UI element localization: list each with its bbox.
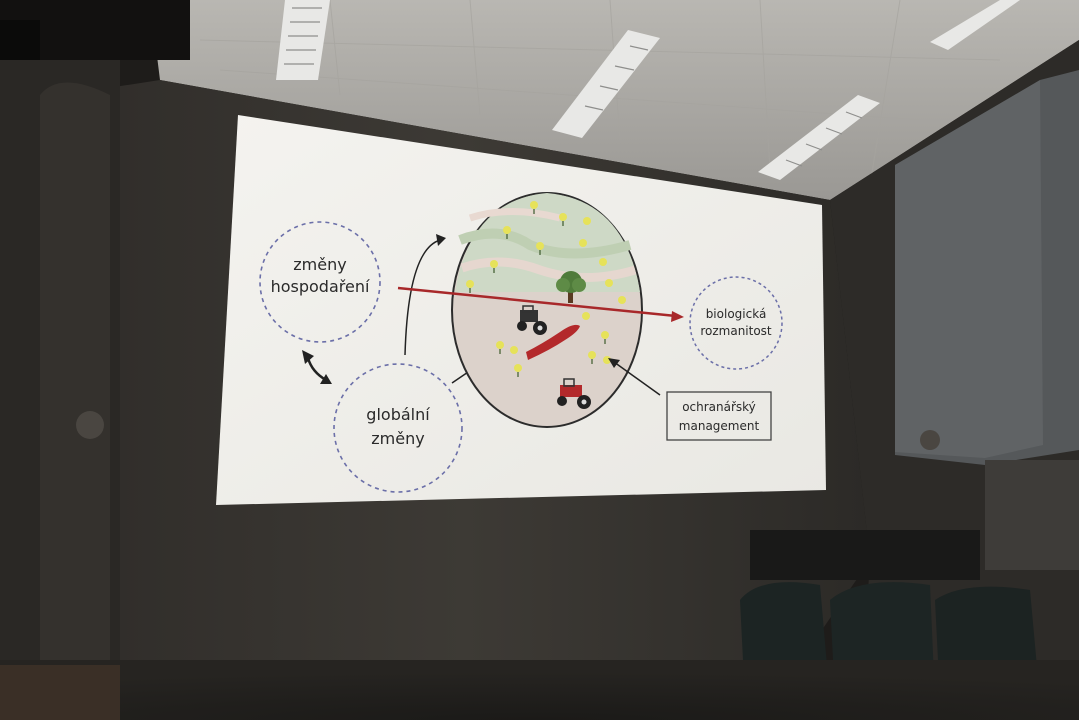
ceiling-light (758, 95, 880, 180)
flower-icon (466, 201, 626, 372)
ceiling-light (930, 0, 1020, 50)
double-arrow-icon (302, 350, 332, 384)
arrow-to-landscape (404, 234, 446, 356)
tree-icon (556, 271, 586, 303)
red-patch (526, 324, 580, 360)
label-hospodareni: hospodaření (271, 277, 370, 296)
circle-zmeny-hospodareni: změny hospodaření (259, 221, 381, 343)
label-zmeny: změny (293, 255, 346, 274)
tractor-icon (557, 378, 591, 409)
circle-globalni-zmeny: globální změny (333, 363, 463, 493)
tractor-icon (517, 305, 547, 335)
red-arrow (397, 286, 684, 322)
ceiling-light (552, 30, 660, 138)
floor (0, 660, 1079, 720)
label-ochranarsky: ochranářský (682, 400, 756, 414)
label-rozmanitost: rozmanitost (700, 324, 772, 338)
label-globalni: globální (366, 405, 430, 424)
callout-box: ochranářský management (666, 391, 772, 441)
projection-screen: změny hospodaření globální změny (216, 115, 826, 505)
ceiling (150, 0, 1079, 200)
label-biologicka: biologická (706, 307, 767, 321)
label-zmeny-2: změny (371, 429, 424, 448)
left-column (0, 0, 190, 720)
callout-arrow (608, 358, 661, 396)
circle-biologicka-rozmanitost: biologická rozmanitost (689, 276, 783, 370)
landscape-ellipse (451, 192, 643, 428)
ceiling-light (276, 0, 330, 80)
label-management: management (679, 419, 760, 433)
